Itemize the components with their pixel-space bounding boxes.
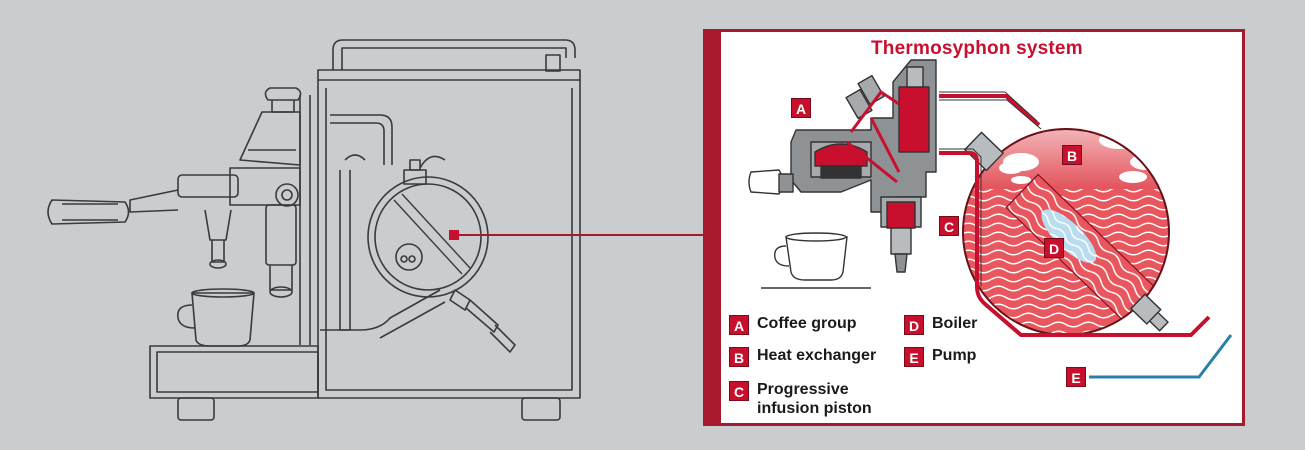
tag-d: D: [1044, 238, 1064, 258]
thermosyphon-panel: Thermosyphon system A B C D E A Coffee g…: [703, 29, 1245, 426]
legend-item-pump: E Pump: [904, 346, 976, 367]
legend-item-boiler: D Boiler: [904, 314, 977, 335]
legend-key: D: [904, 315, 924, 335]
legend-item-coffee-group: A Coffee group: [729, 314, 857, 335]
legend-key: E: [904, 347, 924, 367]
legend-label-line2: infusion piston: [757, 400, 872, 417]
legend-item-progressive-infusion-piston: C Progressive infusion piston: [729, 380, 872, 418]
legend-label: Pump: [932, 347, 977, 364]
tag-c: C: [939, 216, 959, 236]
tag-e: E: [1066, 367, 1086, 387]
thermosyphon-diagram: [748, 59, 1233, 379]
legend-label: Boiler: [932, 315, 978, 332]
panel-title: Thermosyphon system: [871, 38, 1083, 59]
legend-key: C: [729, 381, 749, 401]
tag-b: B: [1062, 145, 1082, 165]
legend-label: Coffee group: [757, 315, 857, 332]
legend-label: Progressive infusion piston: [757, 380, 872, 418]
legend-label: Heat exchanger: [757, 347, 877, 364]
legend-item-heat-exchanger: B Heat exchanger: [729, 346, 876, 367]
legend-key: B: [729, 347, 749, 367]
legend-key: A: [729, 315, 749, 335]
espresso-machine-illustration: [47, 39, 581, 421]
tag-a: A: [791, 98, 811, 118]
legend-label-line1: Progressive: [757, 381, 849, 398]
